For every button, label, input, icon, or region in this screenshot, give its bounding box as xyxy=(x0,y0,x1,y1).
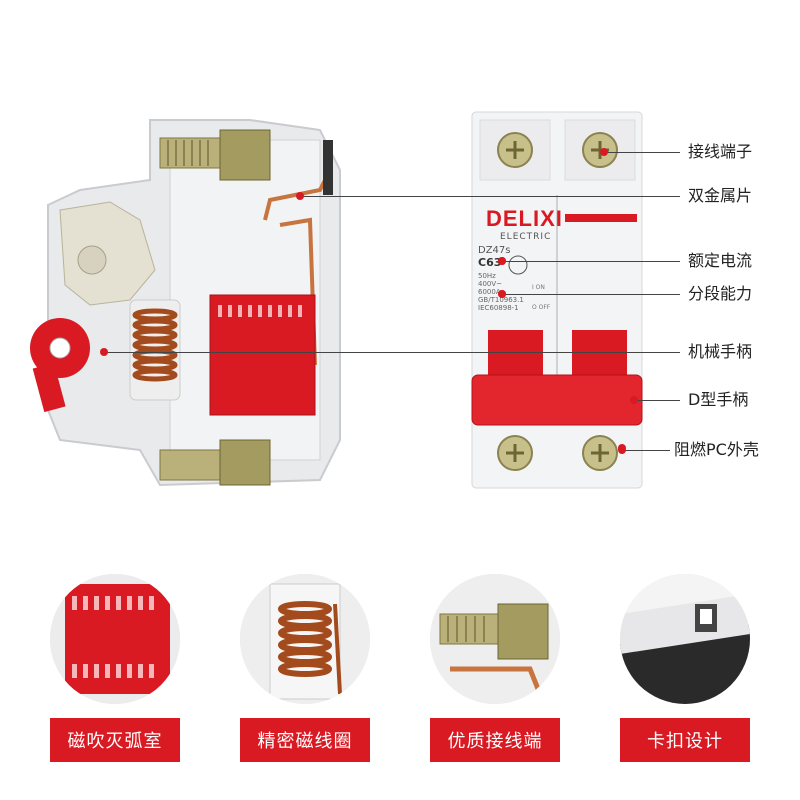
feature-tag-coil: 精密磁线圈 xyxy=(240,718,370,762)
clip-image xyxy=(620,574,750,704)
callout-dot xyxy=(498,290,506,298)
feature-tag-clip: 卡扣设计 xyxy=(620,718,750,762)
spec-list: 50Hz 400V~ 6000A GB/T10963.1 IEC60898-1 xyxy=(478,272,524,312)
callout-label-mechanical-handle: 机械手柄 xyxy=(688,342,753,361)
feature-tag-arc-chamber: 磁吹灭弧室 xyxy=(50,718,180,762)
feature-thumb-terminal xyxy=(430,574,560,704)
spec-line: 6000A xyxy=(478,288,501,296)
callout-label-pc-housing: 阻燃PC外壳 xyxy=(674,440,759,459)
callout-label-d-handle: D型手柄 xyxy=(688,390,749,409)
spec-line: 400V~ xyxy=(478,280,503,288)
current-rating: C63 xyxy=(478,256,502,269)
coil-image xyxy=(240,574,370,704)
callout-dot xyxy=(618,446,626,454)
callout-line xyxy=(104,352,680,353)
feature-tag-terminal: 优质接线端 xyxy=(430,718,560,762)
terminal-image xyxy=(430,574,560,704)
on-label: I ON xyxy=(532,284,545,291)
callout-line xyxy=(634,400,680,401)
callout-line xyxy=(502,294,680,295)
feature-thumb-coil xyxy=(240,574,370,704)
feature-thumb-clip xyxy=(620,574,750,704)
feature-thumb-arc-chamber xyxy=(50,574,180,704)
brand-logo: DELIXI xyxy=(486,206,563,231)
callout-dot xyxy=(100,348,108,356)
brand-subtitle: ELECTRIC xyxy=(500,232,552,242)
spec-line: IEC60898-1 xyxy=(478,304,519,312)
callout-dot xyxy=(630,396,638,404)
breaker-front-view xyxy=(471,111,643,489)
arc-chamber-image xyxy=(50,574,180,704)
callout-line xyxy=(300,196,680,197)
callout-dot xyxy=(600,148,608,156)
callout-label-breaking-capacity: 分段能力 xyxy=(688,284,753,303)
callout-line xyxy=(502,261,680,262)
model-number: DZ47s xyxy=(478,245,511,256)
spec-line: 50Hz xyxy=(478,272,496,280)
callout-label-terminal: 接线端子 xyxy=(688,142,753,161)
callout-dot xyxy=(498,257,506,265)
off-label: O OFF xyxy=(532,304,551,311)
callout-label-rated-current: 额定电流 xyxy=(688,251,753,270)
spec-line: GB/T10963.1 xyxy=(478,296,524,304)
callout-label-bimetal: 双金属片 xyxy=(688,186,753,205)
callout-dot xyxy=(296,192,304,200)
callout-line xyxy=(604,152,680,153)
callout-line xyxy=(622,450,670,451)
cutaway-illustration xyxy=(30,119,341,487)
